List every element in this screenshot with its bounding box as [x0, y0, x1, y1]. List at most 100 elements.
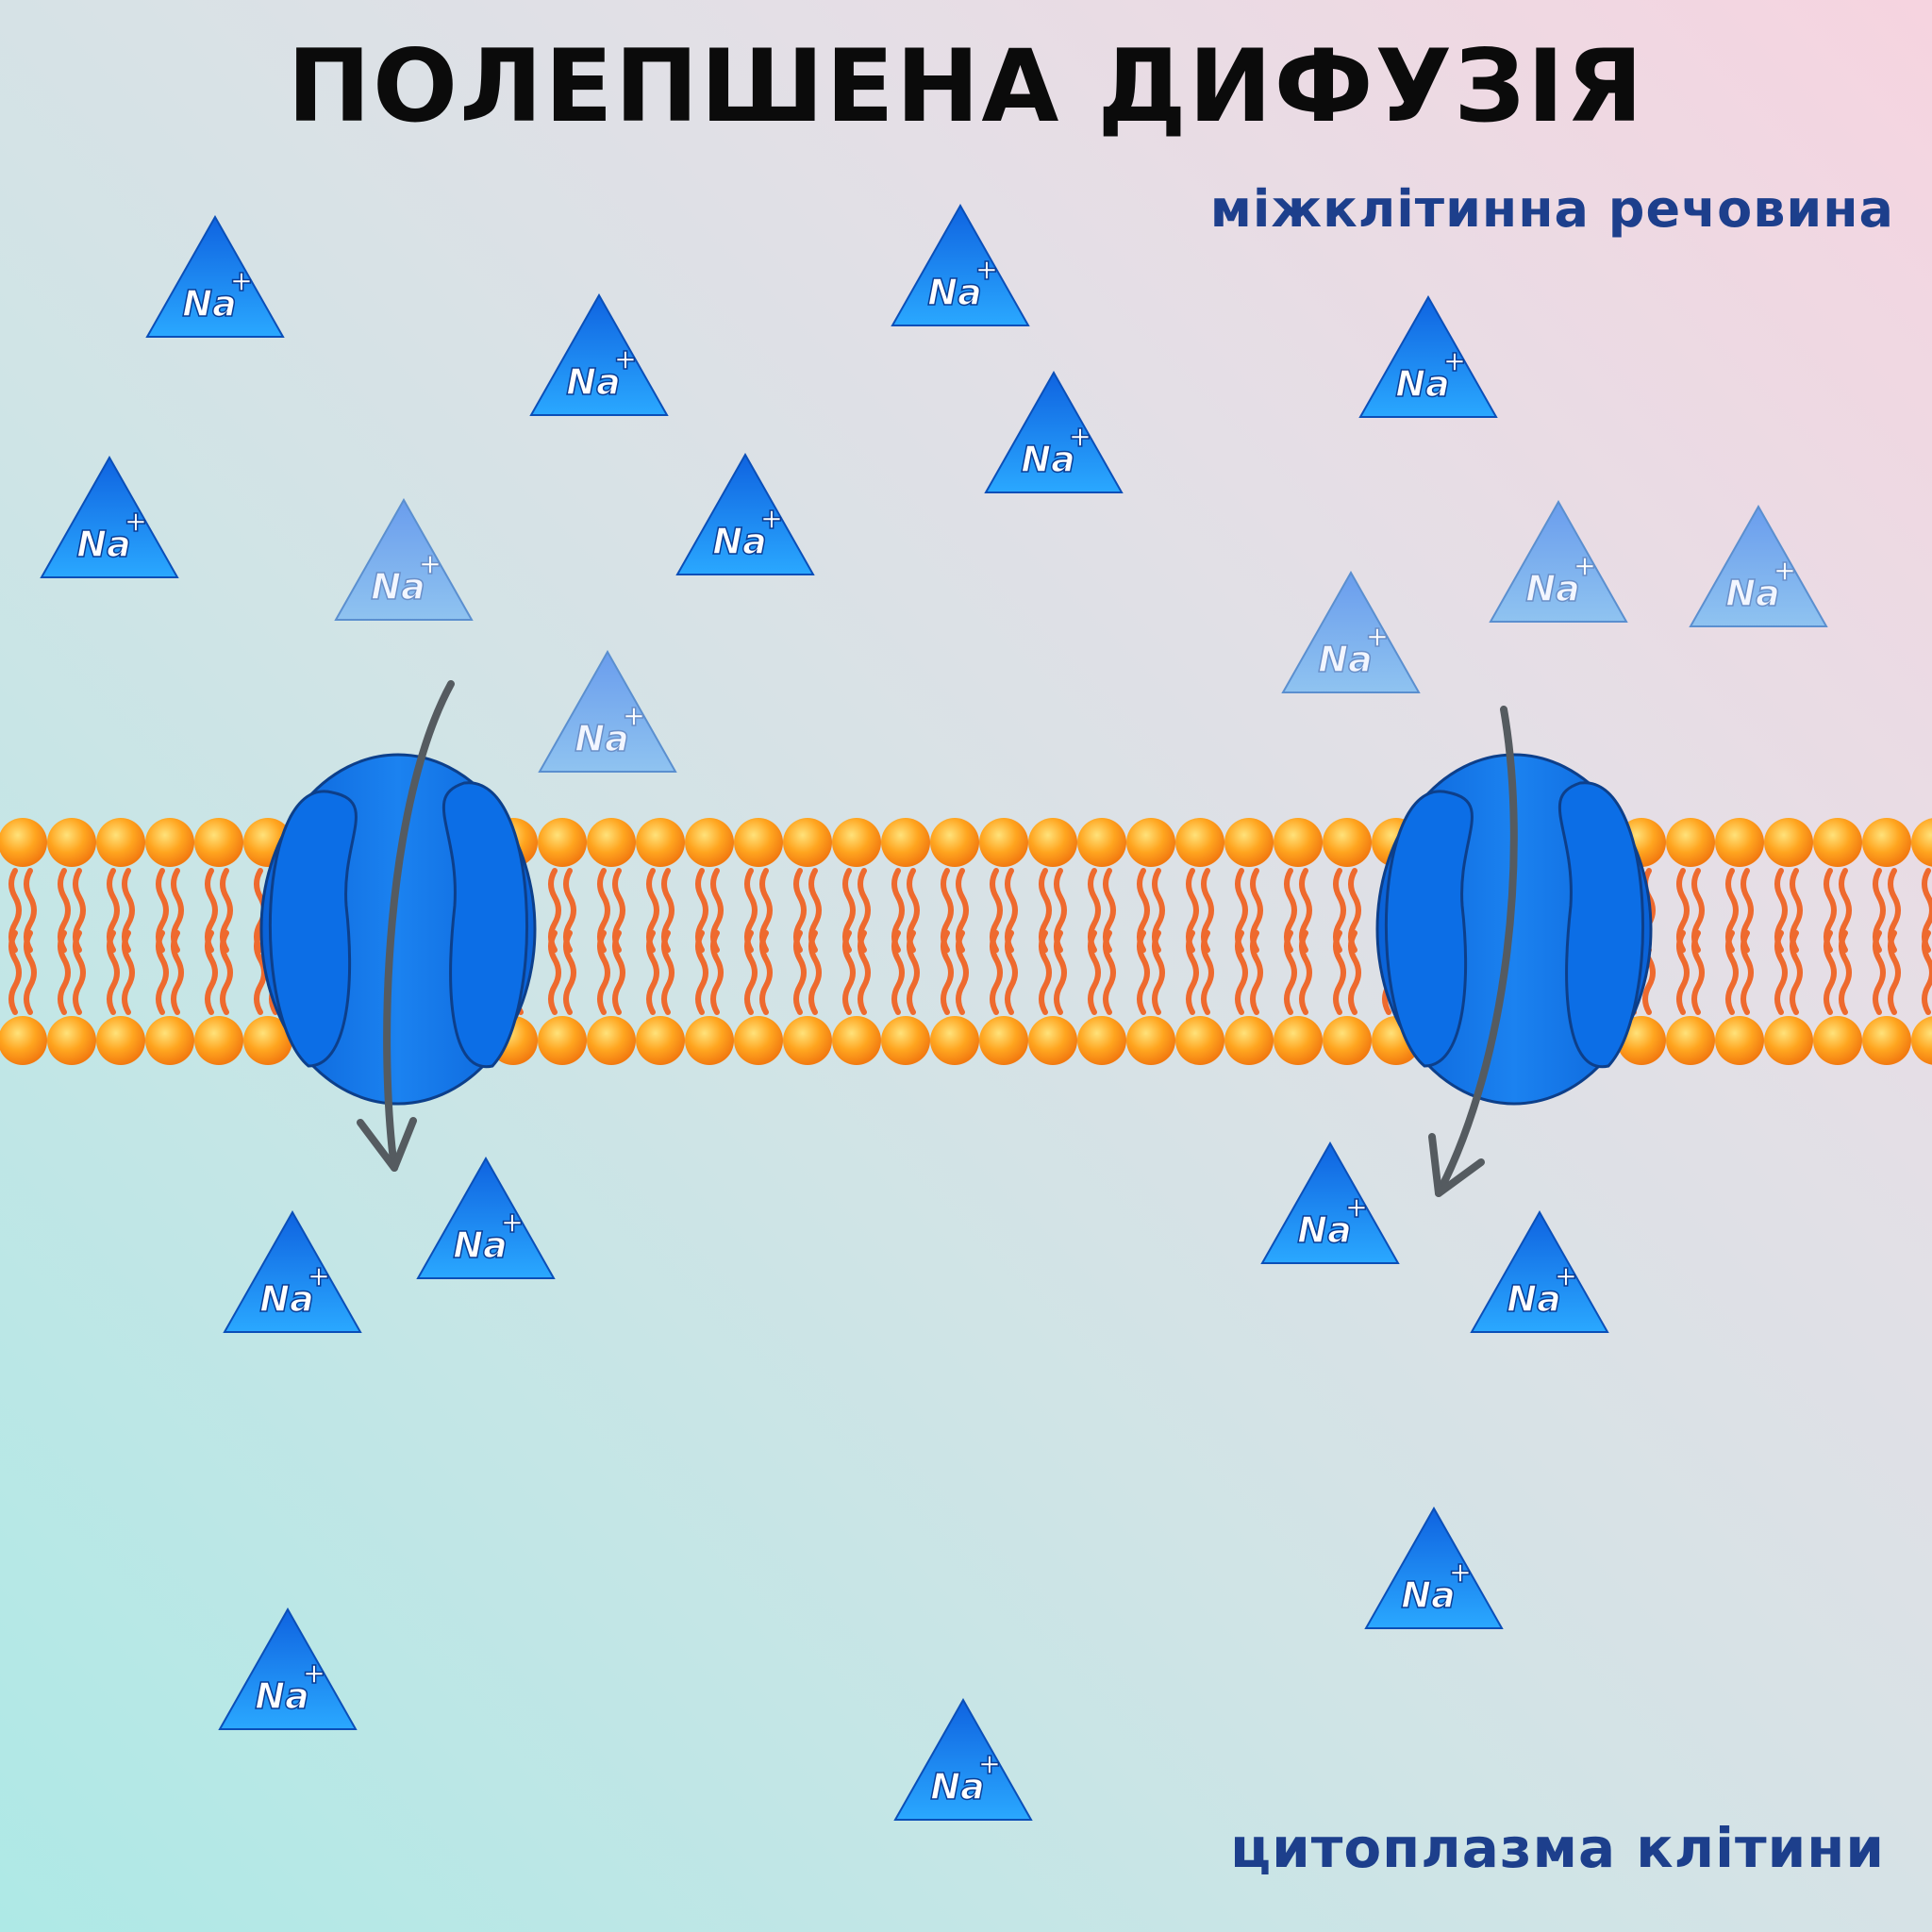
sodium-ion: Na+ — [675, 452, 815, 575]
phospholipid-head — [243, 1016, 292, 1065]
lipid-tails — [1725, 868, 1754, 1015]
lipid-tails — [205, 868, 233, 1015]
lipid-tails — [1676, 868, 1705, 1015]
ion-charge: + — [302, 1657, 325, 1690]
ion-charge: + — [1344, 1191, 1368, 1224]
phospholipid-head — [636, 1016, 685, 1065]
lipid-tails — [891, 868, 920, 1015]
sodium-ion: Na+ — [984, 370, 1124, 493]
phospholipid-head — [145, 818, 194, 867]
sodium-ion-faded: Na+ — [1489, 499, 1628, 623]
sodium-ion: Na+ — [223, 1209, 362, 1333]
sodium-ion: Na+ — [891, 203, 1030, 326]
ion-charge: + — [977, 1748, 1001, 1781]
lipid-tails — [941, 868, 969, 1015]
ion-charge: + — [613, 343, 637, 376]
ion-charge: + — [418, 548, 441, 581]
ion-symbol: Na — [453, 1224, 507, 1266]
ion-symbol: Na — [712, 521, 766, 562]
phospholipid-head — [783, 1016, 832, 1065]
lipid-tails — [1333, 868, 1361, 1015]
channel-proteins — [259, 680, 1653, 1197]
ion-charge: + — [1573, 550, 1596, 583]
phospholipid-head — [1224, 818, 1274, 867]
ion-charge: + — [1442, 345, 1466, 378]
phospholipid-head — [1764, 818, 1813, 867]
ion-charge: + — [307, 1260, 330, 1293]
phospholipid-head — [1028, 818, 1077, 867]
phospholipid-head — [587, 818, 636, 867]
ion-charge: + — [974, 254, 998, 287]
phospholipid-head — [636, 818, 685, 867]
sodium-ion: Na+ — [1260, 1141, 1400, 1264]
phospholipid-head — [0, 1016, 47, 1065]
ion-symbol: Na — [1725, 573, 1779, 614]
phospholipid-head — [783, 818, 832, 867]
ion-charge: + — [124, 506, 147, 539]
phospholipid-head — [1126, 818, 1175, 867]
phospholipid-head — [538, 1016, 587, 1065]
lipid-tails — [1922, 868, 1932, 1015]
phospholipid-head — [832, 818, 881, 867]
lipid-tails — [646, 868, 675, 1015]
phospholipid-head — [1077, 818, 1126, 867]
sodium-ion-faded: Na+ — [538, 649, 677, 773]
phospholipid-head — [1911, 818, 1932, 867]
diffusion-arrow — [1428, 706, 1518, 1197]
phospholipid-head — [47, 818, 96, 867]
ion-symbol: Na — [1297, 1209, 1351, 1251]
lipid-tails — [793, 868, 822, 1015]
phospholipid-head — [96, 818, 145, 867]
ion-symbol: Na — [575, 718, 628, 759]
ion-charge: + — [229, 265, 253, 298]
ion-symbol: Na — [259, 1278, 313, 1320]
ion-symbol: Na — [1401, 1574, 1455, 1616]
lipid-tails — [58, 868, 86, 1015]
ion-symbol: Na — [1318, 639, 1372, 680]
lipid-tails — [597, 868, 625, 1015]
sodium-ion-faded: Na+ — [1281, 570, 1421, 693]
phospholipid-head — [979, 1016, 1028, 1065]
sodium-ion: Na+ — [1358, 294, 1498, 418]
lipid-tails — [8, 868, 37, 1015]
phospholipid-head — [930, 818, 979, 867]
lipid-tails — [695, 868, 724, 1015]
phospholipid-head — [734, 1016, 783, 1065]
sodium-ion: Na+ — [893, 1697, 1033, 1821]
sodium-ion: Na+ — [1364, 1506, 1504, 1629]
phospholipid-head — [1666, 818, 1715, 867]
ion-charge: + — [622, 700, 645, 733]
phospholipid-head — [1813, 1016, 1862, 1065]
phospholipid-head — [1274, 818, 1323, 867]
phospholipid-head — [194, 818, 243, 867]
ion-charge: + — [1365, 621, 1389, 654]
phospholipid-head — [538, 818, 587, 867]
lipid-tails — [1137, 868, 1165, 1015]
ion-symbol: Na — [371, 566, 425, 608]
lipid-tails — [1824, 868, 1852, 1015]
phospholipid-head — [1126, 1016, 1175, 1065]
ion-charge: + — [500, 1207, 524, 1240]
phospholipid-head — [1224, 1016, 1274, 1065]
phospholipid-head — [1077, 1016, 1126, 1065]
phospholipid-head — [96, 1016, 145, 1065]
lipid-tails — [842, 868, 871, 1015]
sodium-ion: Na+ — [218, 1607, 358, 1730]
lipid-tails — [1774, 868, 1803, 1015]
sodium-ion-faded: Na+ — [1689, 504, 1828, 627]
lipid-tails — [1235, 868, 1263, 1015]
phospholipid-head — [1274, 1016, 1323, 1065]
sodium-ion: Na+ — [40, 455, 179, 578]
ion-symbol: Na — [1395, 363, 1449, 405]
phospholipid-head — [1911, 1016, 1932, 1065]
extracellular-label: міжклітинна речовина — [1209, 179, 1894, 239]
phospholipid-head — [1715, 1016, 1764, 1065]
diffusion-arrow — [357, 680, 455, 1172]
phospholipid-head — [1666, 1016, 1715, 1065]
ion-symbol: Na — [930, 1766, 984, 1807]
phospholipid-head — [1862, 1016, 1911, 1065]
phospholipid-head — [587, 1016, 636, 1065]
phospholipid-head — [734, 818, 783, 867]
phospholipid-head — [1764, 1016, 1813, 1065]
lipid-tails — [1284, 868, 1312, 1015]
